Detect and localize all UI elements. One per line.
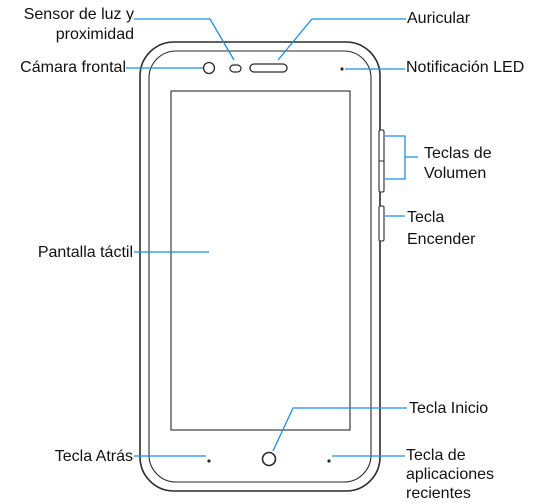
callout-line-earpiece — [277, 18, 406, 61]
callout-line-volume — [385, 135, 418, 180]
label-volume-line1: Teclas de — [424, 145, 492, 162]
label-sensor-line2: proximidad — [55, 26, 134, 43]
label-recent-apps-line3: recientes — [406, 485, 471, 502]
label-back: Tecla Atrás — [54, 448, 133, 465]
touch-screen — [170, 90, 351, 431]
label-sensor-line1: Sensor de luz y — [23, 6, 134, 23]
label-led: Notificación LED — [406, 59, 525, 76]
front-camera — [202, 61, 216, 75]
label-volume-line2: Volumen — [424, 165, 487, 182]
callout-line-sensor — [134, 18, 235, 61]
home-key — [261, 451, 277, 467]
callout-line-home — [272, 407, 407, 452]
phone-inner-bezel — [148, 50, 372, 483]
power-key — [378, 205, 385, 242]
label-recent-apps-line2: aplicaciones — [406, 466, 495, 483]
label-home: Tecla Inicio — [409, 400, 489, 417]
label-power-line2: Encender — [407, 231, 476, 248]
light-sensor — [229, 64, 242, 73]
recent-apps-key-dot — [327, 459, 331, 463]
label-recent-apps-line1: Tecla de — [406, 447, 466, 464]
earpiece-grille — [249, 63, 288, 73]
label-camera: Cámara frontal — [20, 59, 126, 76]
notification-led — [340, 67, 344, 71]
label-screen: Pantalla táctil — [37, 244, 133, 261]
label-power-line1: Tecla — [407, 209, 445, 226]
label-earpiece: Auricular — [407, 10, 471, 27]
back-key-dot — [207, 459, 211, 463]
